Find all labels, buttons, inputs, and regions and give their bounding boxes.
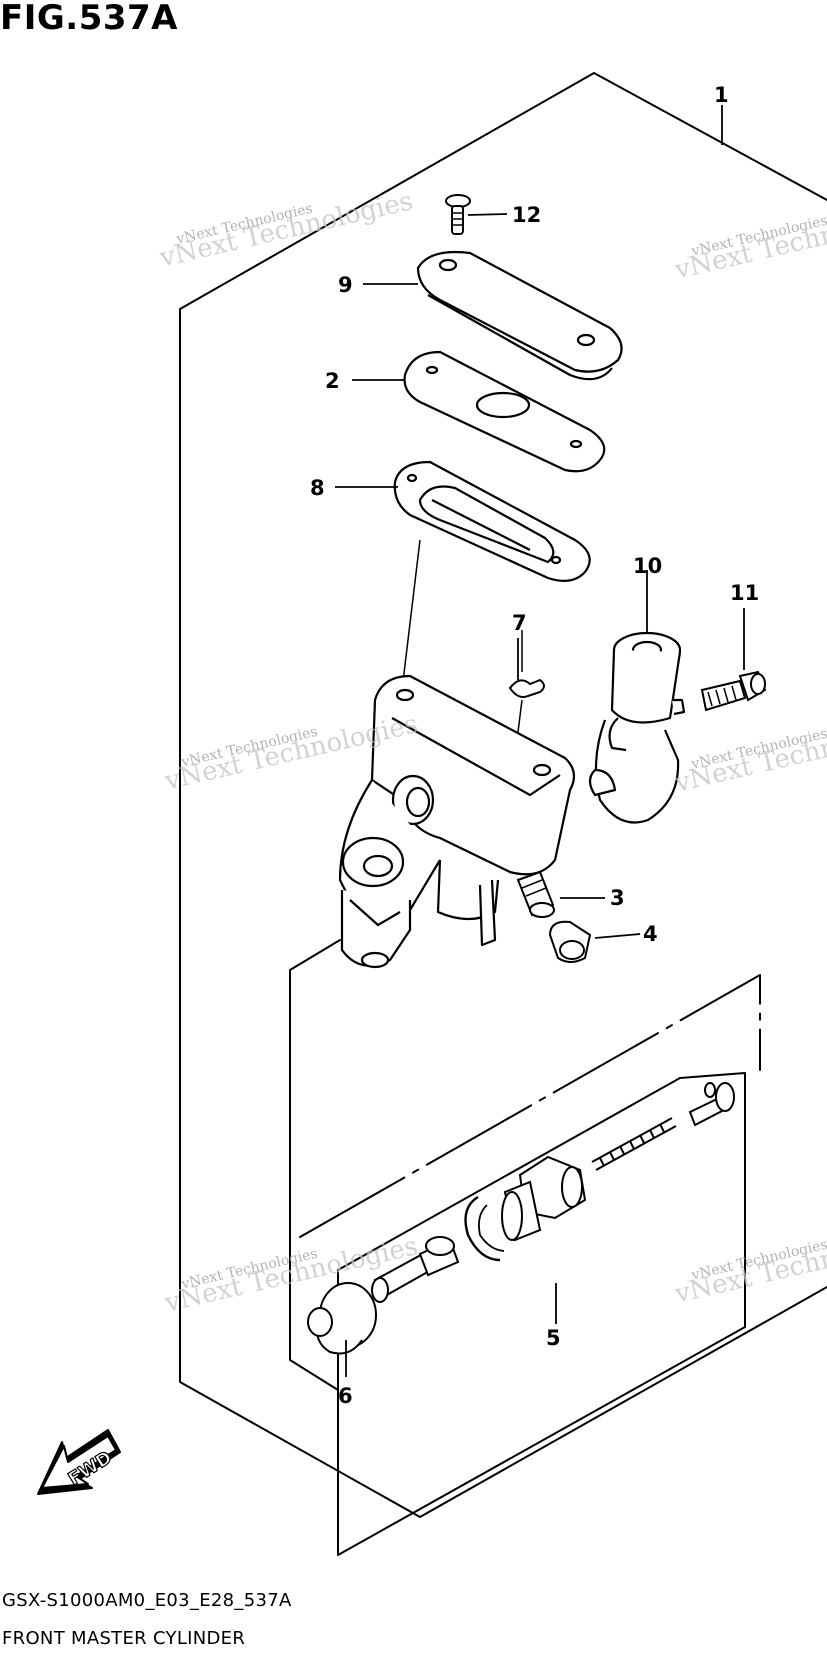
callout-4: 4 — [643, 922, 658, 946]
callout-5: 5 — [546, 1326, 561, 1350]
assembly-name: FRONT MASTER CYLINDER — [2, 1628, 246, 1649]
callout-12: 12 — [512, 203, 541, 227]
part-8-diaphragm — [393, 460, 591, 583]
part-2-plate — [403, 350, 606, 473]
part-11-bolt — [700, 670, 767, 712]
callout-8: 8 — [310, 476, 325, 500]
callout-11: 11 — [730, 581, 759, 605]
part-9-cap — [416, 250, 623, 381]
callout-6: 6 — [338, 1384, 353, 1408]
callout-1: 1 — [714, 83, 729, 107]
part-12-screw — [445, 194, 471, 235]
model-code: GSX-S1000AM0_E03_E28_537A — [2, 1590, 292, 1611]
callout-9: 9 — [338, 273, 353, 297]
figure-title: FIG.537A — [0, 0, 178, 38]
callout-10: 10 — [633, 554, 662, 578]
part-4-cap — [548, 920, 592, 963]
callout-2: 2 — [325, 369, 340, 393]
master-cylinder-body — [338, 674, 576, 969]
callout-3: 3 — [610, 886, 625, 910]
part-5-piston-assembly — [307, 1082, 735, 1355]
part-10-joint — [588, 631, 686, 824]
part-3-bleeder-valve — [516, 870, 555, 918]
part-7-clip — [508, 678, 545, 698]
fwd-arrow-icon: FWD — [37, 1429, 121, 1495]
subassembly-box-5 — [337, 1072, 746, 1556]
assembly-outline — [179, 72, 827, 1518]
callout-7: 7 — [512, 611, 527, 635]
